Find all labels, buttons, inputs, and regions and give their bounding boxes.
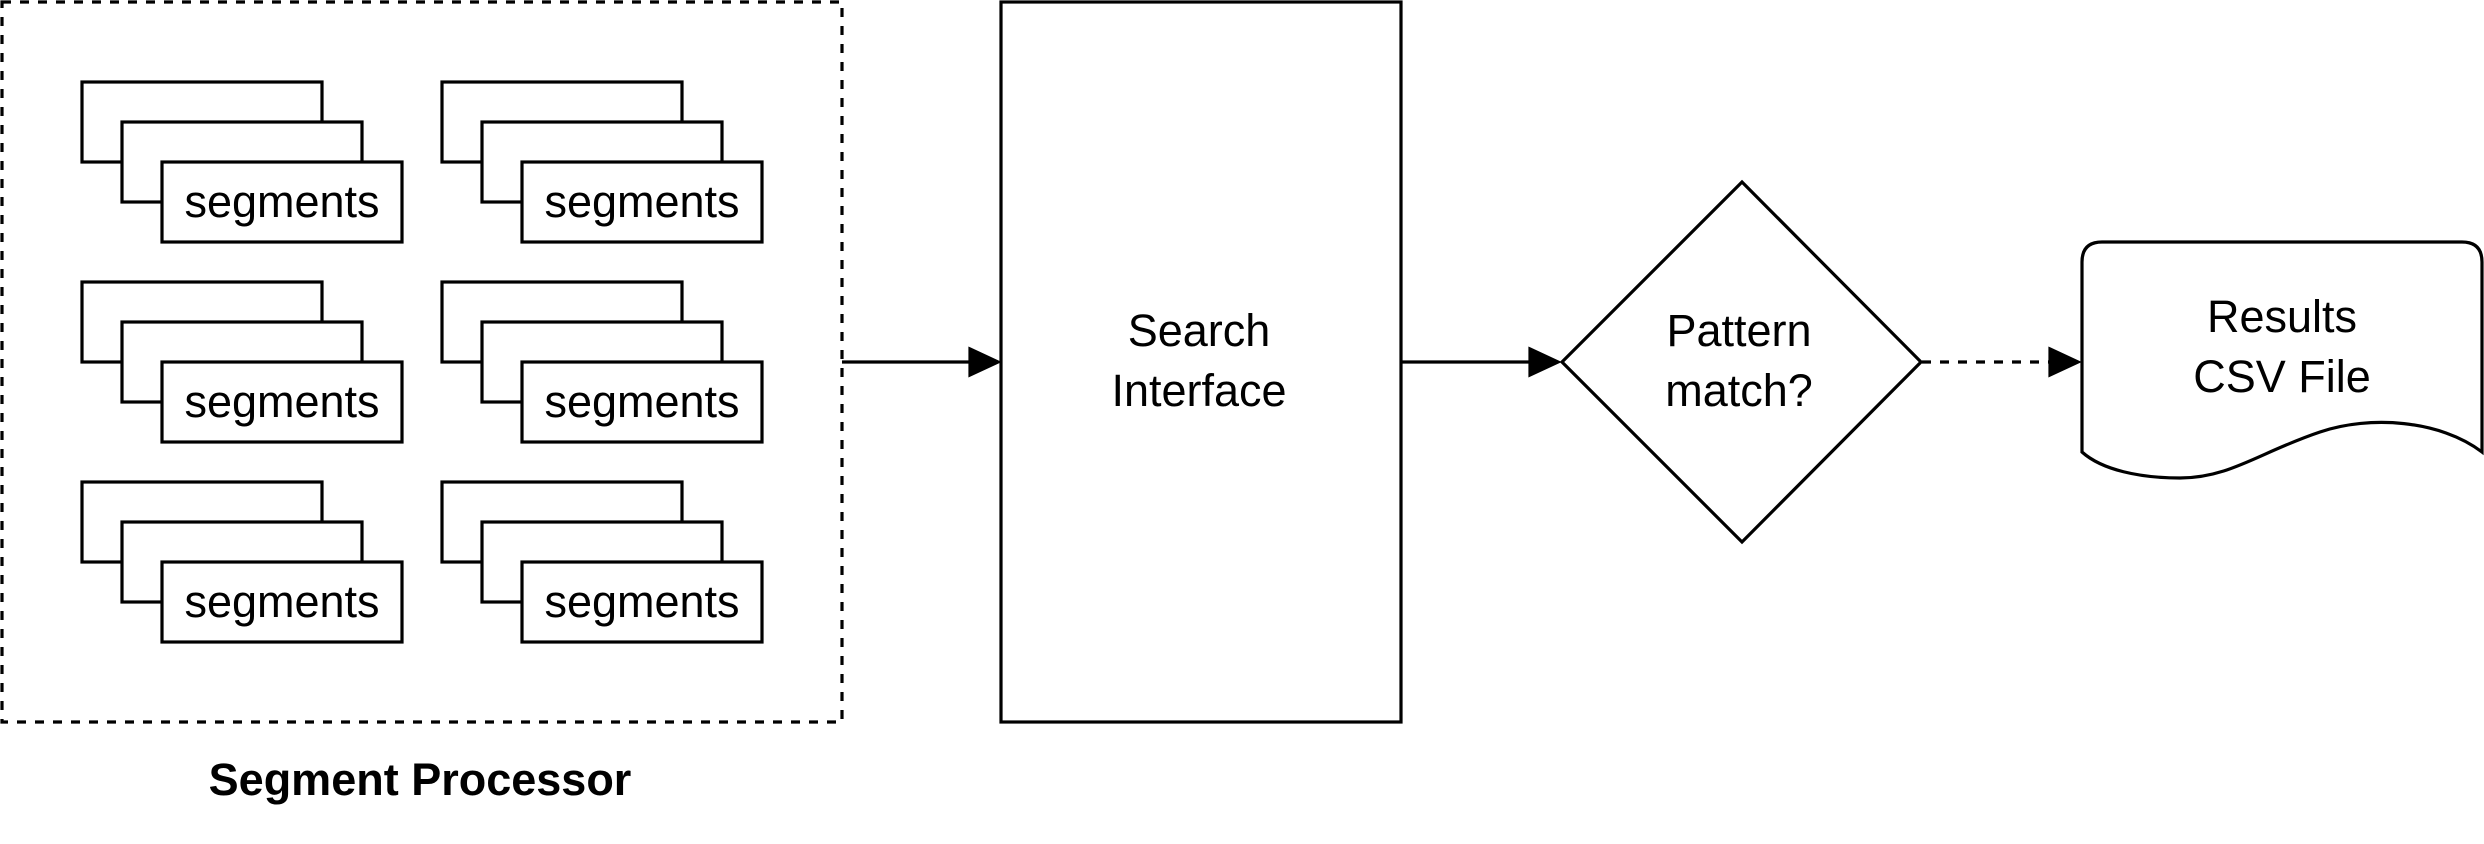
segment-stack: segments [440, 280, 764, 444]
segment-stack-label: segments [184, 176, 379, 227]
search-interface-label-line1: Search [1128, 305, 1271, 356]
segment-stack: segments [80, 80, 404, 244]
segment-sheet-front [520, 560, 764, 644]
segment-stack: segments [80, 280, 404, 444]
decision-label-line2: match? [1665, 365, 1813, 416]
arrowhead-icon [1528, 346, 1562, 378]
arrowhead-icon [2048, 346, 2082, 378]
search-interface-box [999, 0, 1403, 724]
edge-processor-to-search [842, 346, 1002, 378]
segment-sheet-front [160, 160, 404, 244]
pattern-match-decision: Pattern match? [1559, 179, 1924, 545]
segment-stack-label: segments [184, 576, 379, 627]
arrowhead-icon [968, 346, 1002, 378]
segment-processor-title: Segment Processor [209, 754, 632, 805]
segment-sheet-front [520, 160, 764, 244]
search-interface-label-line2: Interface [1111, 365, 1286, 416]
edge-search-to-decision [1401, 346, 1562, 378]
results-label-line1: Results [2207, 291, 2357, 342]
segment-sheet-front [160, 560, 404, 644]
segment-stack-label: segments [544, 576, 739, 627]
document-icon [2080, 240, 2484, 480]
results-label-line2: CSV File [2193, 351, 2371, 402]
edge-decision-to-results [1922, 346, 2082, 378]
segment-sheet-front [160, 360, 404, 444]
segment-stack-label: segments [544, 376, 739, 427]
results-csv-file-node: Results CSV File [2080, 240, 2484, 480]
decision-diamond [1559, 179, 1924, 545]
decision-label-line1: Pattern [1666, 305, 1811, 356]
segment-stack-label: segments [544, 176, 739, 227]
segment-sheet-front [520, 360, 764, 444]
segment-stack: segments [440, 80, 764, 244]
segment-stack-label: segments [184, 376, 379, 427]
segment-stack: segments [440, 480, 764, 644]
segment-stack: segments [80, 480, 404, 644]
search-interface-node: Search Interface [999, 0, 1403, 724]
